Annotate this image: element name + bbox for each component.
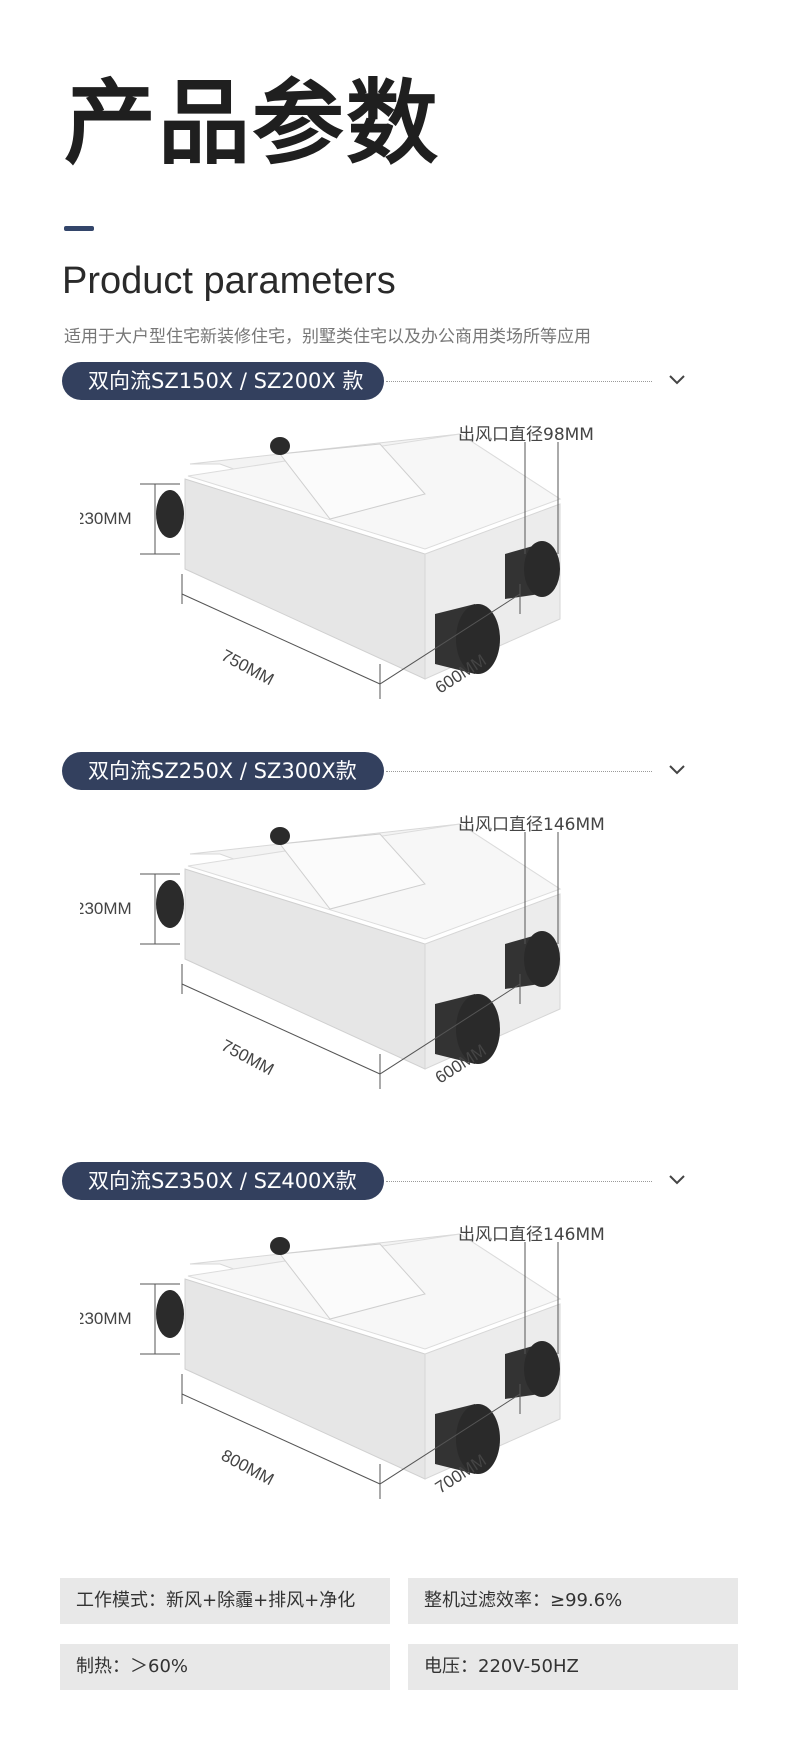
ventilator-unit-image: [156, 1233, 562, 1480]
outlet-label: 出风口直径98MM: [458, 425, 594, 445]
height-label: 230MM: [80, 1309, 132, 1328]
model-label: 双向流SZ150X / SZ200X 款: [62, 362, 384, 400]
product-section-3: 双向流SZ350X / SZ400X款 230MM 8: [0, 1162, 790, 1542]
height-label: 230MM: [80, 899, 132, 918]
chevron-down-icon[interactable]: [666, 1171, 688, 1189]
height-label: 230MM: [80, 509, 132, 528]
product-section-2: 双向流SZ250X / SZ300X款 230MM 7: [0, 752, 790, 1132]
height-dimension: 230MM: [80, 873, 180, 945]
outlet-label: 出风口直径146MM: [458, 1225, 605, 1245]
chevron-down-icon[interactable]: [666, 761, 688, 779]
application-description: 适用于大户型住宅新装修住宅，别墅类住宅以及办公商用类场所等应用: [64, 327, 591, 347]
ventilator-diagram: 230MM 800MM 700MM 出风口直径146MM: [80, 1225, 605, 1499]
ventilator-diagram: 230MM 750MM 600MM 出风口直径146MM: [80, 815, 605, 1089]
height-dimension: 230MM: [80, 483, 180, 555]
spec-heating: 制热：＞60%: [60, 1644, 390, 1690]
outlet-label: 出风口直径146MM: [458, 815, 605, 835]
model-label: 双向流SZ250X / SZ300X款: [62, 752, 384, 790]
dotted-divider: [386, 381, 652, 382]
spec-filter-efficiency: 整机过滤效率：≥99.6%: [408, 1578, 738, 1624]
dotted-divider: [386, 1181, 652, 1182]
dotted-divider: [386, 771, 652, 772]
title-accent-bar: [64, 226, 94, 231]
model-label: 双向流SZ350X / SZ400X款: [62, 1162, 384, 1200]
length-label: 800MM: [218, 1446, 277, 1489]
page-title: 产品参数: [64, 70, 441, 177]
ventilator-diagram: 230MM 750MM 600MM 出风口直径98MM: [80, 425, 594, 699]
length-label: 750MM: [218, 1036, 277, 1079]
outlet-dimension: 出风口直径98MM: [458, 425, 594, 554]
page-subtitle-en: Product parameters: [62, 260, 396, 302]
outlet-dimension: 出风口直径146MM: [458, 815, 605, 944]
ventilator-unit-image: [156, 433, 562, 680]
spec-work-mode: 工作模式：新风+除霾+排风+净化: [60, 1578, 390, 1624]
spec-voltage: 电压：220V-50HZ: [408, 1644, 738, 1690]
outlet-dimension: 出风口直径146MM: [458, 1225, 605, 1354]
height-dimension: 230MM: [80, 1283, 180, 1355]
ventilator-unit-image: [156, 823, 562, 1070]
chevron-down-icon[interactable]: [666, 371, 688, 389]
length-label: 750MM: [218, 646, 277, 689]
product-section-1: 双向流SZ150X / SZ200X 款 230MM: [0, 362, 790, 742]
